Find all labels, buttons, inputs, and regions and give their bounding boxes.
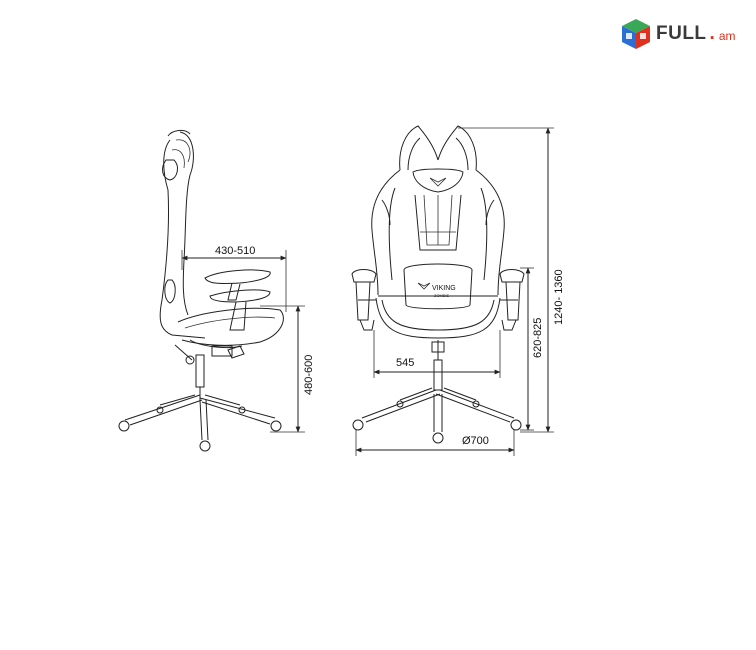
- site-logo[interactable]: FULL . am: [620, 14, 750, 54]
- seat-height-dimension: 480-600: [260, 305, 315, 433]
- total-height-label: 1240- 1360: [553, 269, 565, 325]
- seat-height-label: 480-600: [303, 355, 315, 395]
- seat-depth-dimension: 430-510: [181, 245, 287, 312]
- base-diameter-label: Ø700: [462, 435, 489, 447]
- logo-brand: FULL: [656, 23, 707, 44]
- side-view-chair: [118, 129, 284, 452]
- seat-depth-label: 430-510: [215, 245, 255, 257]
- base-diameter-dimension: Ø700: [355, 430, 515, 456]
- seat-width-dimension: 545: [373, 330, 501, 378]
- seat-width-label: 545: [396, 357, 414, 369]
- armrest-height-label: 620-825: [532, 318, 544, 358]
- logo-domain: am: [718, 29, 736, 43]
- cube-logo-icon: [622, 19, 650, 49]
- front-view-chair: VIKING ZOMBIE: [351, 125, 525, 444]
- logo-dot: .: [709, 23, 715, 44]
- brand-mark-line1: VIKING: [432, 285, 456, 292]
- armrest-height-dimension: 620-825: [520, 267, 544, 431]
- total-height-dimension: 1240- 1360: [458, 127, 565, 433]
